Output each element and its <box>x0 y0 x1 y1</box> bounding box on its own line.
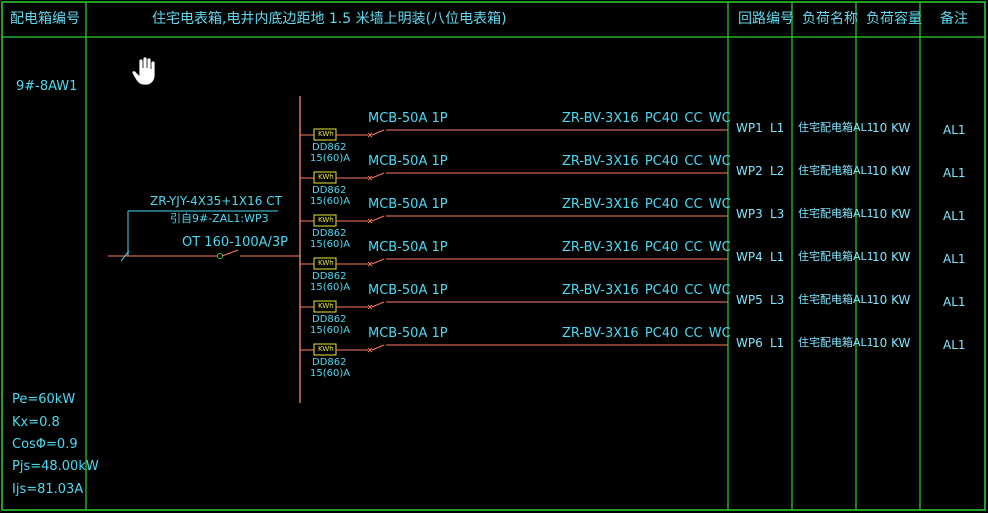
load-capacity: 10 KW <box>872 164 911 178</box>
load-name: 住宅配电箱AL1 <box>798 336 874 349</box>
breaker-label: MCB-50A 1P <box>368 111 448 126</box>
breaker-label: MCB-50A 1P <box>368 240 448 255</box>
meter-kwh: KWh <box>318 345 334 353</box>
summary-pjs: Pjs=48.00kW <box>12 459 99 474</box>
header-title: 住宅电表箱,电井内底边距地 1.5 米墙上明装(八位电表箱) <box>152 11 507 27</box>
meter-kwh: KWh <box>318 302 334 310</box>
breaker-x <box>367 132 373 138</box>
breaker-blade <box>371 215 385 222</box>
meter-kwh: KWh <box>318 216 334 224</box>
breaker-label: MCB-50A 1P <box>368 326 448 341</box>
main-switch-contact <box>217 253 223 259</box>
load-capacity: 10 KW <box>872 250 911 264</box>
circuit-phase: L1 <box>770 121 785 135</box>
summary-kx: Kx=0.8 <box>12 415 60 430</box>
cable-label: ZR-BV-3X16 PC40 CC WC <box>562 154 731 169</box>
load-name: 住宅配电箱AL1 <box>798 293 874 306</box>
circuit-id: WP6 <box>736 336 763 350</box>
circuit-phase: L1 <box>770 336 785 350</box>
breaker-x <box>367 261 373 267</box>
cable-label: ZR-BV-3X16 PC40 CC WC <box>562 326 731 341</box>
branch-wires <box>300 128 728 356</box>
meter-rating: 15(60)A <box>310 282 351 293</box>
load-capacity: 10 KW <box>872 207 911 221</box>
meter-kwh: KWh <box>318 259 334 267</box>
remark: AL1 <box>943 295 966 309</box>
box-id: 9#-8AW1 <box>16 79 78 94</box>
header-capacity: 负荷容量 <box>866 11 922 27</box>
breaker-x <box>367 347 373 353</box>
meter-model: DD862 <box>312 271 347 282</box>
cable-label: ZR-BV-3X16 PC40 CC WC <box>562 283 731 298</box>
header-circuit: 回路编号 <box>738 11 794 27</box>
hand-cursor-icon <box>131 56 156 86</box>
load-name: 住宅配电箱AL1 <box>798 207 874 220</box>
breaker-label: MCB-50A 1P <box>368 197 448 212</box>
load-capacity: 10 KW <box>872 293 911 307</box>
breaker-x <box>367 175 373 181</box>
load-capacity: 10 KW <box>872 121 911 135</box>
remark: AL1 <box>943 209 966 223</box>
load-name: 住宅配电箱AL1 <box>798 121 874 134</box>
summary-pe: Pe=60kW <box>12 392 76 407</box>
load-capacity: 10 KW <box>872 336 911 350</box>
breaker-blade <box>371 258 385 265</box>
summary-ijs: Ijs=81.03A <box>12 482 84 497</box>
breaker-label: MCB-50A 1P <box>368 283 448 298</box>
cable-label: ZR-BV-3X16 PC40 CC WC <box>562 197 731 212</box>
remark: AL1 <box>943 166 966 180</box>
main-switch-label: OT 160-100A/3P <box>182 235 289 250</box>
meter-model: DD862 <box>312 314 347 325</box>
meter-rating: 15(60)A <box>310 239 351 250</box>
meter-model: DD862 <box>312 142 347 153</box>
remark: AL1 <box>943 252 966 266</box>
remark: AL1 <box>943 338 966 352</box>
incoming-from: 引自9#-ZAL1:WP3 <box>170 212 269 225</box>
meter-kwh: KWh <box>318 130 334 138</box>
meter-rating: 15(60)A <box>310 368 351 379</box>
meter-model: DD862 <box>312 228 347 239</box>
load-name: 住宅配电箱AL1 <box>798 250 874 263</box>
breaker-label: MCB-50A 1P <box>368 154 448 169</box>
summary-cos: CosΦ=0.9 <box>12 437 78 452</box>
circuit-phase: L3 <box>770 293 785 307</box>
meter-model: DD862 <box>312 185 347 196</box>
meter-rating: 15(60)A <box>310 196 351 207</box>
breaker-x <box>367 304 373 310</box>
cable-label: ZR-BV-3X16 PC40 CC WC <box>562 240 731 255</box>
load-name: 住宅配电箱AL1 <box>798 164 874 177</box>
breaker-blade <box>371 129 385 136</box>
circuit-id: WP2 <box>736 164 763 178</box>
header-load-name: 负荷名称 <box>802 11 858 27</box>
breaker-blade <box>371 344 385 351</box>
cable-label: ZR-BV-3X16 PC40 CC WC <box>562 111 731 126</box>
meter-rating: 15(60)A <box>310 153 351 164</box>
circuit-id: WP4 <box>736 250 763 264</box>
breaker-x <box>367 218 373 224</box>
circuit-id: WP3 <box>736 207 763 221</box>
header-box-id: 配电箱编号 <box>10 11 80 27</box>
breaker-blade <box>371 301 385 308</box>
incoming-cable: ZR-YJY-4X35+1X16 CT <box>150 194 282 208</box>
main-switch-blade <box>221 249 239 257</box>
circuit-id: WP1 <box>736 121 763 135</box>
circuit-phase: L2 <box>770 164 785 178</box>
meter-rating: 15(60)A <box>310 325 351 336</box>
meter-kwh: KWh <box>318 173 334 181</box>
meter-model: DD862 <box>312 357 347 368</box>
circuit-id: WP5 <box>736 293 763 307</box>
remark: AL1 <box>943 123 966 137</box>
breaker-blade <box>371 172 385 179</box>
circuit-phase: L3 <box>770 207 785 221</box>
circuit-phase: L1 <box>770 250 785 264</box>
incoming-tick <box>120 250 130 262</box>
header-remark: 备注 <box>940 11 968 27</box>
